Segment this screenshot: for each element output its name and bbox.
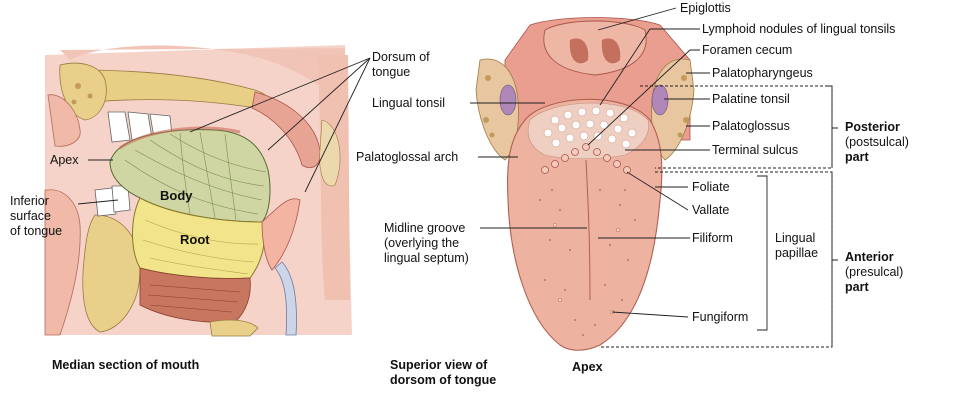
anterior-title: Anterior <box>845 250 894 264</box>
label-terminal-sulcus: Terminal sulcus <box>712 143 799 157</box>
anterior-sub: (presulcal) <box>845 265 904 279</box>
label-fungiform: Fungiform <box>692 310 749 324</box>
label-foliate: Foliate <box>692 180 730 194</box>
leader-lines <box>77 7 838 348</box>
label-vallate: Vallate <box>692 203 730 217</box>
label-lingual-tonsil: Lingual tonsil <box>372 96 445 110</box>
posterior-sub: (postsulcal) <box>845 135 909 149</box>
anterior-part-word: part <box>845 280 869 294</box>
label-midline-groove: Midline groove (overlying the lingual se… <box>384 221 469 265</box>
label-inferior-surface: Inferior surface of tongue <box>10 194 63 238</box>
caption-superior-view: Superior view of dorsom of tongue <box>390 358 497 387</box>
label-foramen-cecum: Foramen cecum <box>702 43 793 57</box>
label-apex-right: Apex <box>572 360 603 374</box>
posterior-title: Posterior <box>845 120 900 134</box>
label-anterior-part: Anterior (presulcal) part <box>845 250 903 295</box>
label-filiform: Filiform <box>692 231 733 245</box>
label-root: Root <box>180 232 210 247</box>
caption-median-section: Median section of mouth <box>52 358 200 372</box>
label-dorsum-of-tongue: Dorsum of tongue <box>372 50 430 80</box>
label-dorsum-text: Dorsum of tongue <box>372 50 430 79</box>
posterior-part-word: part <box>845 150 869 164</box>
median-section-illustration <box>44 45 352 337</box>
label-apex-left: Apex <box>50 153 79 167</box>
label-lingual-papillae: Lingual papillae <box>775 231 819 260</box>
label-palatoglossal-arch: Palatoglossal arch <box>356 150 459 164</box>
label-body: Body <box>160 188 193 203</box>
label-palatopharyngeus: Palatopharyngeus <box>712 66 813 80</box>
superior-view-illustration <box>475 17 695 351</box>
label-palatoglossus: Palatoglossus <box>712 119 790 133</box>
label-palatine-tonsil: Palatine tonsil <box>712 92 790 106</box>
label-epiglottis: Epiglottis <box>680 1 731 15</box>
label-lymphoid-nodules: Lymphoid nodules of lingual tonsils <box>702 22 896 36</box>
label-posterior-part: Posterior (postsulcal) part <box>845 120 909 165</box>
